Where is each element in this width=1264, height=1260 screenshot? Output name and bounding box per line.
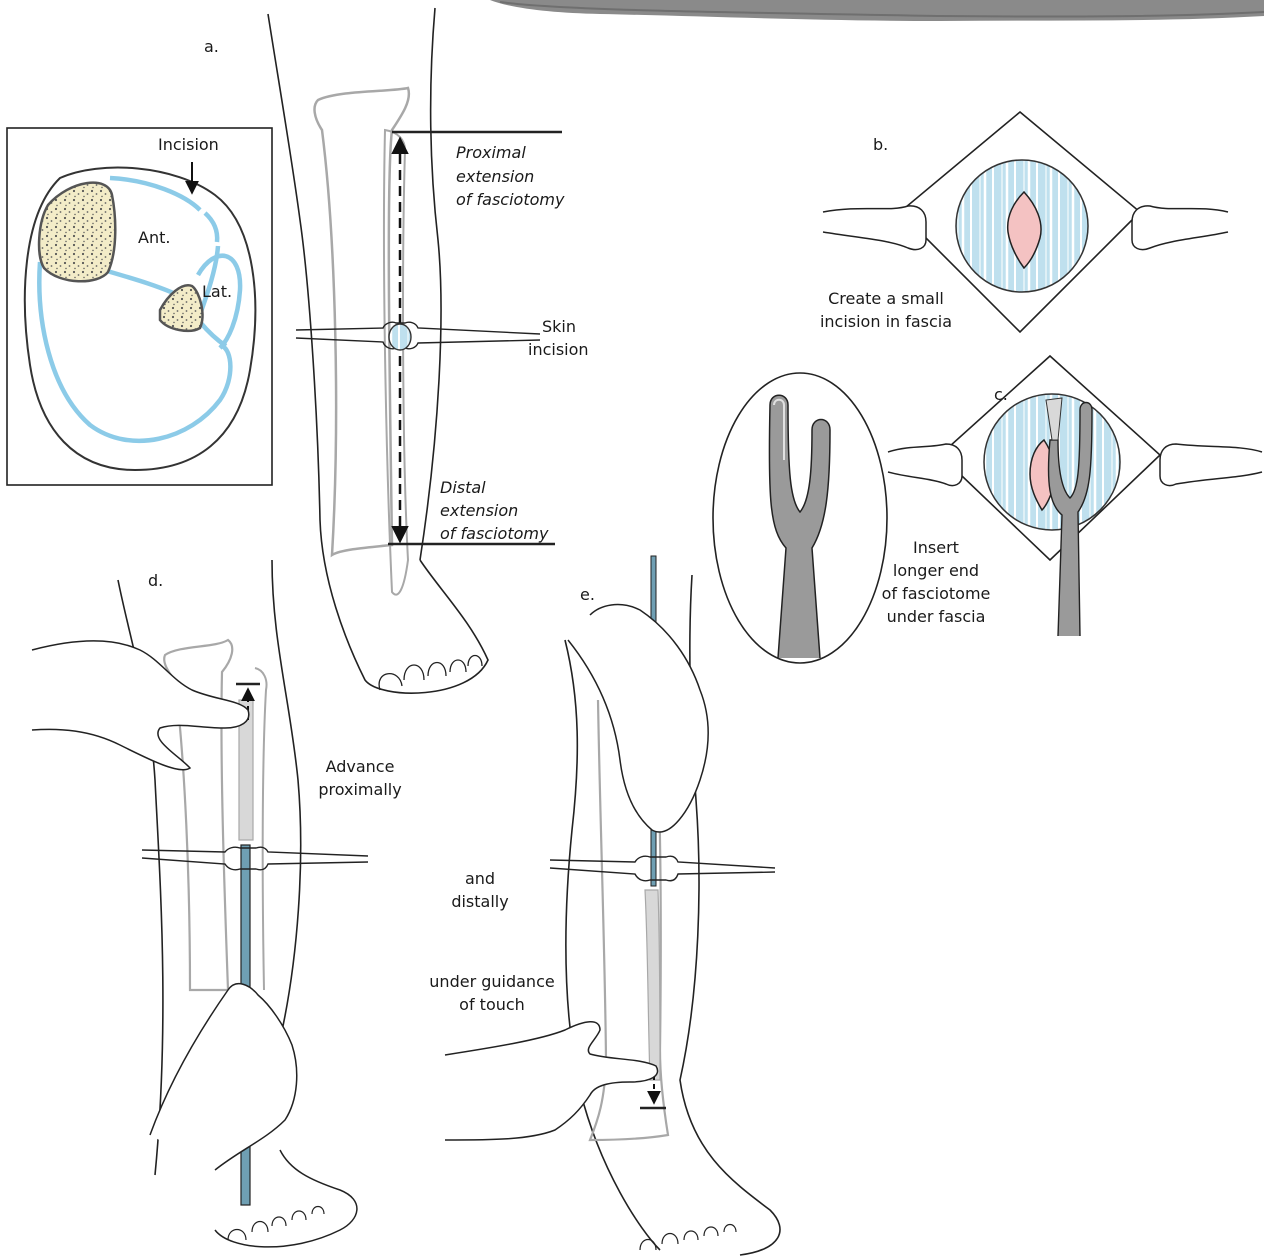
panel-label-e: e.	[580, 584, 595, 605]
panel-label-a: a.	[204, 36, 219, 57]
panel-c-caption-1: Insert	[868, 537, 1004, 558]
panel-d-leg	[32, 560, 368, 1247]
panel-d-caption-1: Advance	[300, 756, 420, 777]
torn-edge-decoration	[490, 0, 1264, 21]
panel-a-leg	[268, 8, 562, 693]
panel-c-caption-2: longer end	[868, 560, 1004, 581]
panel-b-caption-1: Create a small	[806, 288, 966, 309]
panel-e-caption-2: distally	[440, 891, 520, 912]
anterior-compartment-label: Ant.	[138, 227, 170, 248]
panel-c-caption-4: under fascia	[868, 606, 1004, 627]
fasciotome-detail	[713, 373, 887, 663]
panel-label-b: b.	[873, 134, 888, 155]
skin-incision-label-2: incision	[528, 339, 589, 360]
panel-e-caption-1: and	[440, 868, 520, 889]
panel-e-caption-4: of touch	[412, 994, 572, 1015]
panel-b-caption-2: incision in fascia	[806, 311, 966, 332]
panel-e-caption-3: under guidance	[412, 971, 572, 992]
skin-incision-label-1: Skin	[542, 316, 576, 337]
panel-d-caption-2: proximally	[300, 779, 420, 800]
proximal-extension-label-2: extension	[456, 166, 534, 187]
proximal-extension-label-3: of fasciotomy	[456, 189, 564, 210]
distal-extension-label-2: extension	[440, 500, 518, 521]
distal-extension-label-1: Distal	[440, 477, 486, 498]
proximal-extension-label-1: Proximal	[456, 142, 526, 163]
hand-proximal	[32, 641, 249, 770]
incision-label: Incision	[158, 134, 219, 155]
lateral-compartment-label: Lat.	[202, 281, 232, 302]
panel-label-d: d.	[148, 570, 163, 591]
hand-touch	[445, 1022, 658, 1140]
hand-distal	[150, 984, 297, 1170]
panel-c-caption-3: of fasciotome	[868, 583, 1004, 604]
cross-section-diagram	[7, 128, 272, 485]
distal-extension-label-3: of fasciotomy	[440, 523, 548, 544]
hand-top	[568, 605, 708, 832]
panel-label-c: c.	[994, 384, 1008, 405]
